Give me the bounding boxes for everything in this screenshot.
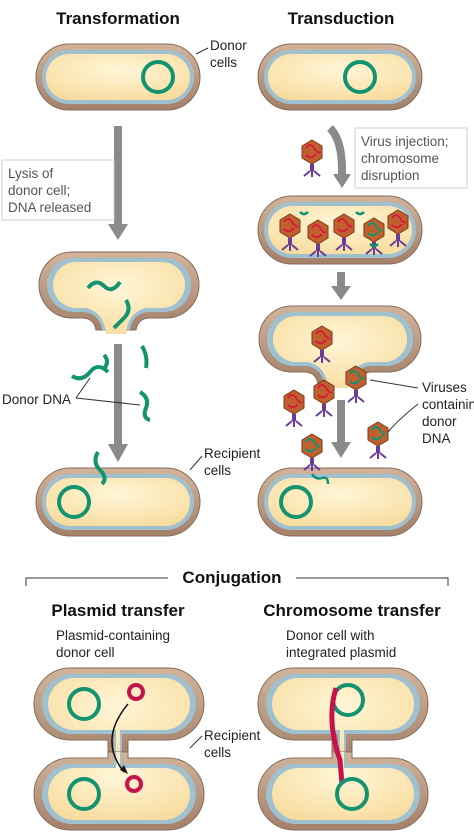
dna-fragment-icon — [86, 280, 122, 292]
chromosome-transfer-cells — [257, 667, 429, 831]
virus-particle-icon — [301, 139, 323, 178]
plasmid-ring-icon — [127, 683, 145, 701]
chromosome-ring-icon — [67, 687, 101, 721]
lysed-donor-cell — [38, 251, 200, 334]
heading-chromosome-transfer: Chromosome transfer — [263, 601, 441, 620]
heading-transduction: Transduction — [288, 9, 395, 28]
recipient-top-line-2: cells — [204, 463, 231, 478]
dna-fragment-icon — [140, 344, 149, 369]
conjugation-bracket — [25, 577, 449, 586]
lysis-line-1: Lysis of — [8, 166, 54, 181]
virus-injection-label: Virus injection; chromosome disruption — [354, 127, 468, 189]
viruses-line-4: DNA — [422, 431, 451, 446]
virus-particle-icon — [367, 421, 389, 460]
plasmid-containing-line-1: Plasmid-containing — [56, 628, 170, 643]
chromosome-ring-icon — [279, 485, 313, 519]
chromosome-ring-icon — [57, 485, 91, 519]
dna-fragment-icon — [93, 450, 107, 486]
lysis-label: Lysis of donor cell; DNA released — [1, 159, 115, 221]
viruses-line-3: donor — [422, 414, 457, 429]
plasmid-containing-label: Plasmid-containing donor cell — [56, 628, 170, 660]
lysed-transduction-cell — [258, 305, 422, 388]
viruses-line-1: Viruses — [422, 380, 467, 395]
down-arrow-icon — [108, 126, 128, 240]
plasmid-ring-icon — [125, 775, 143, 793]
dna-fragment-icon — [70, 365, 110, 381]
down-arrow-icon — [331, 400, 351, 458]
dna-fragment-icon — [138, 390, 151, 422]
dna-fragment-icon — [112, 298, 131, 330]
heading-transformation: Transformation — [56, 9, 180, 28]
lysis-line-3: DNA released — [8, 200, 91, 215]
lysis-line-2: donor cell; — [8, 183, 70, 198]
down-arrow-icon — [331, 272, 351, 300]
donor-cell-transduction — [257, 43, 423, 111]
donor-cells-line-1: Donor — [210, 38, 247, 53]
viruses-line-2: containing — [422, 397, 474, 412]
recipient-cells-label-top: Recipient cells — [189, 446, 261, 478]
donor-dna-label: Donor DNA — [2, 377, 141, 407]
donor-integrated-line-1: Donor cell with — [286, 628, 375, 643]
dna-fragment-icon — [102, 353, 109, 371]
heading-plasmid-transfer: Plasmid transfer — [51, 601, 185, 620]
chromosome-ring-icon — [141, 60, 175, 94]
integrated-plasmid-icon — [329, 687, 345, 785]
donor-cell-transformation — [35, 43, 201, 111]
viruses-containing-label: Viruses containing donor DNA — [369, 379, 474, 446]
chromosome-ring-icon — [343, 60, 377, 94]
virus-particle-icon — [301, 433, 323, 472]
donor-dna-text: Donor DNA — [2, 392, 71, 407]
virus-particle-icon — [313, 379, 335, 418]
down-arrow-icon — [108, 344, 128, 462]
virus-injection-line-1: Virus injection; — [361, 134, 449, 149]
chromosome-ring-icon — [335, 777, 369, 811]
recipient-cell-transformation — [35, 450, 201, 537]
virus-injection-line-2: chromosome — [361, 151, 439, 166]
recipient-cell-transduction — [257, 433, 423, 537]
virus-particle-icon — [283, 389, 305, 428]
virus-injection-line-3: disruption — [361, 168, 420, 183]
recipient-bottom-line-2: cells — [204, 745, 231, 760]
plasmid-transfer-cells — [33, 667, 205, 831]
donor-cells-line-2: cells — [210, 55, 237, 70]
curved-arrow-icon — [326, 125, 351, 188]
transfer-arrow-icon — [111, 703, 129, 773]
heading-conjugation: Conjugation — [182, 568, 281, 587]
donor-integrated-line-2: integrated plasmid — [286, 645, 396, 660]
recipient-cells-label-bottom: Recipient cells — [189, 728, 261, 760]
chromosome-ring-icon — [67, 777, 101, 811]
recipient-bottom-line-1: Recipient — [204, 728, 261, 743]
plasmid-containing-line-2: donor cell — [56, 645, 115, 660]
recipient-top-line-1: Recipient — [204, 446, 261, 461]
donor-integrated-label: Donor cell with integrated plasmid — [286, 628, 396, 660]
virus-particle-icon — [345, 365, 367, 404]
infected-donor-cell — [257, 195, 423, 265]
donor-cells-label: Donor cells — [195, 38, 247, 70]
